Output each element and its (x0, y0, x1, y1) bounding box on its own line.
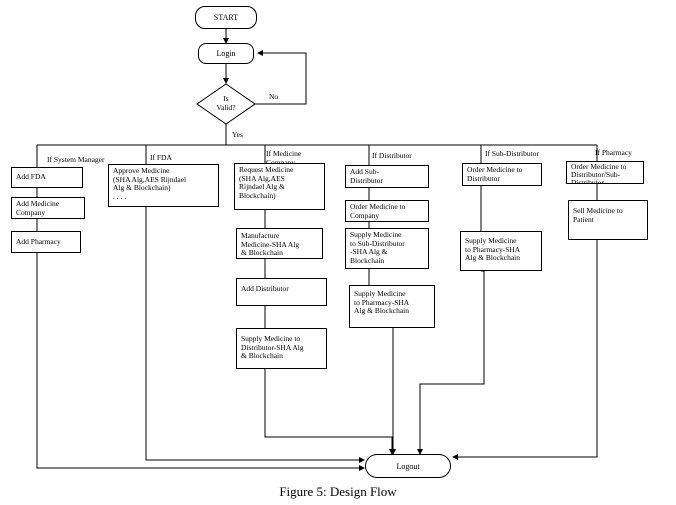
order-medicine-to-company-box: Order Medicine to Company (345, 200, 429, 222)
decision-text: Is Valid? (216, 94, 236, 112)
sub-distributor-supply-to-pharmacy-box: Supply Medicine to Pharmacy-SHA Alg & Bl… (460, 231, 542, 271)
figure-caption: Figure 5: Design Flow (279, 484, 397, 499)
supply-to-distributor-box: Supply Medicine to Distributor-SHA Alg &… (236, 328, 327, 369)
role-label-fda: If FDA (150, 153, 172, 162)
order-medicine-to-distributor-box: Order Medicine to Distributor (462, 163, 542, 186)
start-terminal: START (195, 6, 257, 29)
role-label-system-manager: If System Manager (47, 155, 105, 164)
decision-diamond (196, 83, 256, 125)
add-sub-distributor-box: Add Sub- Distributor (345, 165, 429, 188)
order-medicine-to-distributor-sub-box: Order Medicine to Distributor/Sub- Distr… (566, 161, 644, 184)
decision-yes-label: Yes (232, 130, 243, 139)
add-medicine-company-box: Add Medicine Company (11, 197, 85, 219)
request-medicine-box: Request Medicine (SHA Alg,AES Rijndael A… (234, 163, 325, 210)
manufacture-medicine-box: Manufacture Medicine-SHA Alg & Blockchai… (236, 228, 323, 259)
role-label-medicine-company: If Medicine Company (266, 149, 302, 167)
add-pharmacy-box: Add Pharmacy (11, 231, 81, 253)
login-terminal: Login (198, 43, 254, 64)
add-fda-box: Add FDA (11, 167, 83, 188)
approve-medicine-box: Approve Medicine (SHA Alg,AES Rijndael A… (108, 164, 219, 207)
sell-medicine-to-patient-box: Sell Medicine to Patient (568, 200, 648, 240)
role-label-pharmacy: If Pharmacy (595, 148, 632, 157)
logout-terminal: Logout (365, 454, 451, 478)
add-distributor-box: Add Distributor (236, 278, 327, 306)
decision-no-label: No (269, 92, 279, 101)
distributor-supply-to-pharmacy-box: Supply Medicine to Pharmacy-SHA Alg & Bl… (349, 285, 435, 328)
role-label-distributor: If Distributor (372, 151, 412, 160)
supply-to-sub-distributor-box: Supply Medicine to Sub-Distributor -SHA … (345, 228, 429, 269)
role-label-sub-distributor: If Sub-Distributor (485, 149, 539, 158)
